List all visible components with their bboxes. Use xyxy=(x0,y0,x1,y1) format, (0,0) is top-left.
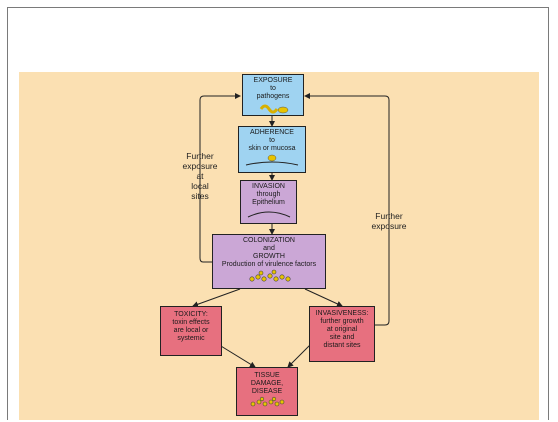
adherence-icon xyxy=(245,154,299,166)
tissue-sub1: DAMAGE, xyxy=(250,380,284,387)
colonization-sub2: GROWTH xyxy=(253,253,285,260)
arrow-colonization-invasiveness xyxy=(304,288,343,307)
toxicity-title: TOXICITY: xyxy=(174,311,208,318)
invasion-sub1: through xyxy=(256,191,281,198)
adherence-title: ADHERENCE xyxy=(250,129,294,136)
pathogen-icon xyxy=(259,104,289,114)
left-loop-line1: Further xyxy=(186,151,214,161)
left-loop-label: Further exposure at local sites xyxy=(178,151,222,201)
arrow-left-loop xyxy=(199,93,241,263)
colonization-title: COLONIZATION xyxy=(243,237,295,244)
exposure-sub2: pathogens xyxy=(256,93,290,100)
toxicity-sub1: toxin effects xyxy=(172,319,210,326)
right-loop-label: Further exposure xyxy=(363,211,415,231)
left-loop-line3: at xyxy=(196,171,204,181)
toxicity-sub2: are local or xyxy=(173,327,209,334)
tissue-damage-box: TISSUE DAMAGE, DISEASE xyxy=(236,367,298,416)
arrow-invasiveness-tissue xyxy=(287,342,313,368)
bacteria-cluster-icon xyxy=(249,269,291,282)
arrow-right-loop xyxy=(304,93,390,326)
colonization-sub3: Production of virulence factors xyxy=(221,261,317,268)
tissue-sub2: DISEASE xyxy=(251,388,283,395)
invasiveness-title: INVASIVENESS: xyxy=(315,310,369,317)
arrow-colonization-toxicity xyxy=(192,288,241,308)
left-loop-line5: sites xyxy=(191,191,209,201)
invasiveness-box: INVASIVENESS: further growth at original… xyxy=(309,306,375,362)
left-loop-line4: local xyxy=(191,181,209,191)
right-loop-line1: Further xyxy=(375,211,403,221)
left-loop-line2: exposure xyxy=(182,161,218,171)
right-loop-line2: exposure xyxy=(371,221,407,231)
epithelium-icon xyxy=(247,211,290,218)
adherence-sub1: to xyxy=(269,137,275,144)
figure-frame xyxy=(7,7,549,420)
tissue-bacteria-icon xyxy=(250,396,285,407)
colonization-sub1: and xyxy=(263,245,275,252)
invasiveness-sub1: further growth xyxy=(320,318,364,325)
invasion-title: INVASION xyxy=(252,183,285,190)
toxicity-sub3: systemic xyxy=(177,335,205,342)
invasiveness-sub2: at original xyxy=(326,326,358,333)
arrow-toxicity-tissue xyxy=(215,342,256,368)
invasiveness-sub4: distant sites xyxy=(323,342,361,349)
invasiveness-sub3: site and xyxy=(329,334,355,341)
invasion-box: INVASION through Epithelium xyxy=(240,180,297,224)
exposure-title: EXPOSURE xyxy=(253,77,293,84)
colonization-box: COLONIZATION and GROWTH Production of vi… xyxy=(212,234,326,289)
exposure-sub1: to xyxy=(270,85,276,92)
adherence-box: ADHERENCE to skin or mucosa xyxy=(238,126,306,173)
exposure-box: EXPOSURE to pathogens xyxy=(242,74,304,116)
toxicity-box: TOXICITY: toxin effects are local or sys… xyxy=(160,306,222,356)
adherence-sub2: skin or mucosa xyxy=(248,145,296,152)
tissue-title: TISSUE xyxy=(254,372,280,379)
invasion-sub2: Epithelium xyxy=(252,199,285,206)
